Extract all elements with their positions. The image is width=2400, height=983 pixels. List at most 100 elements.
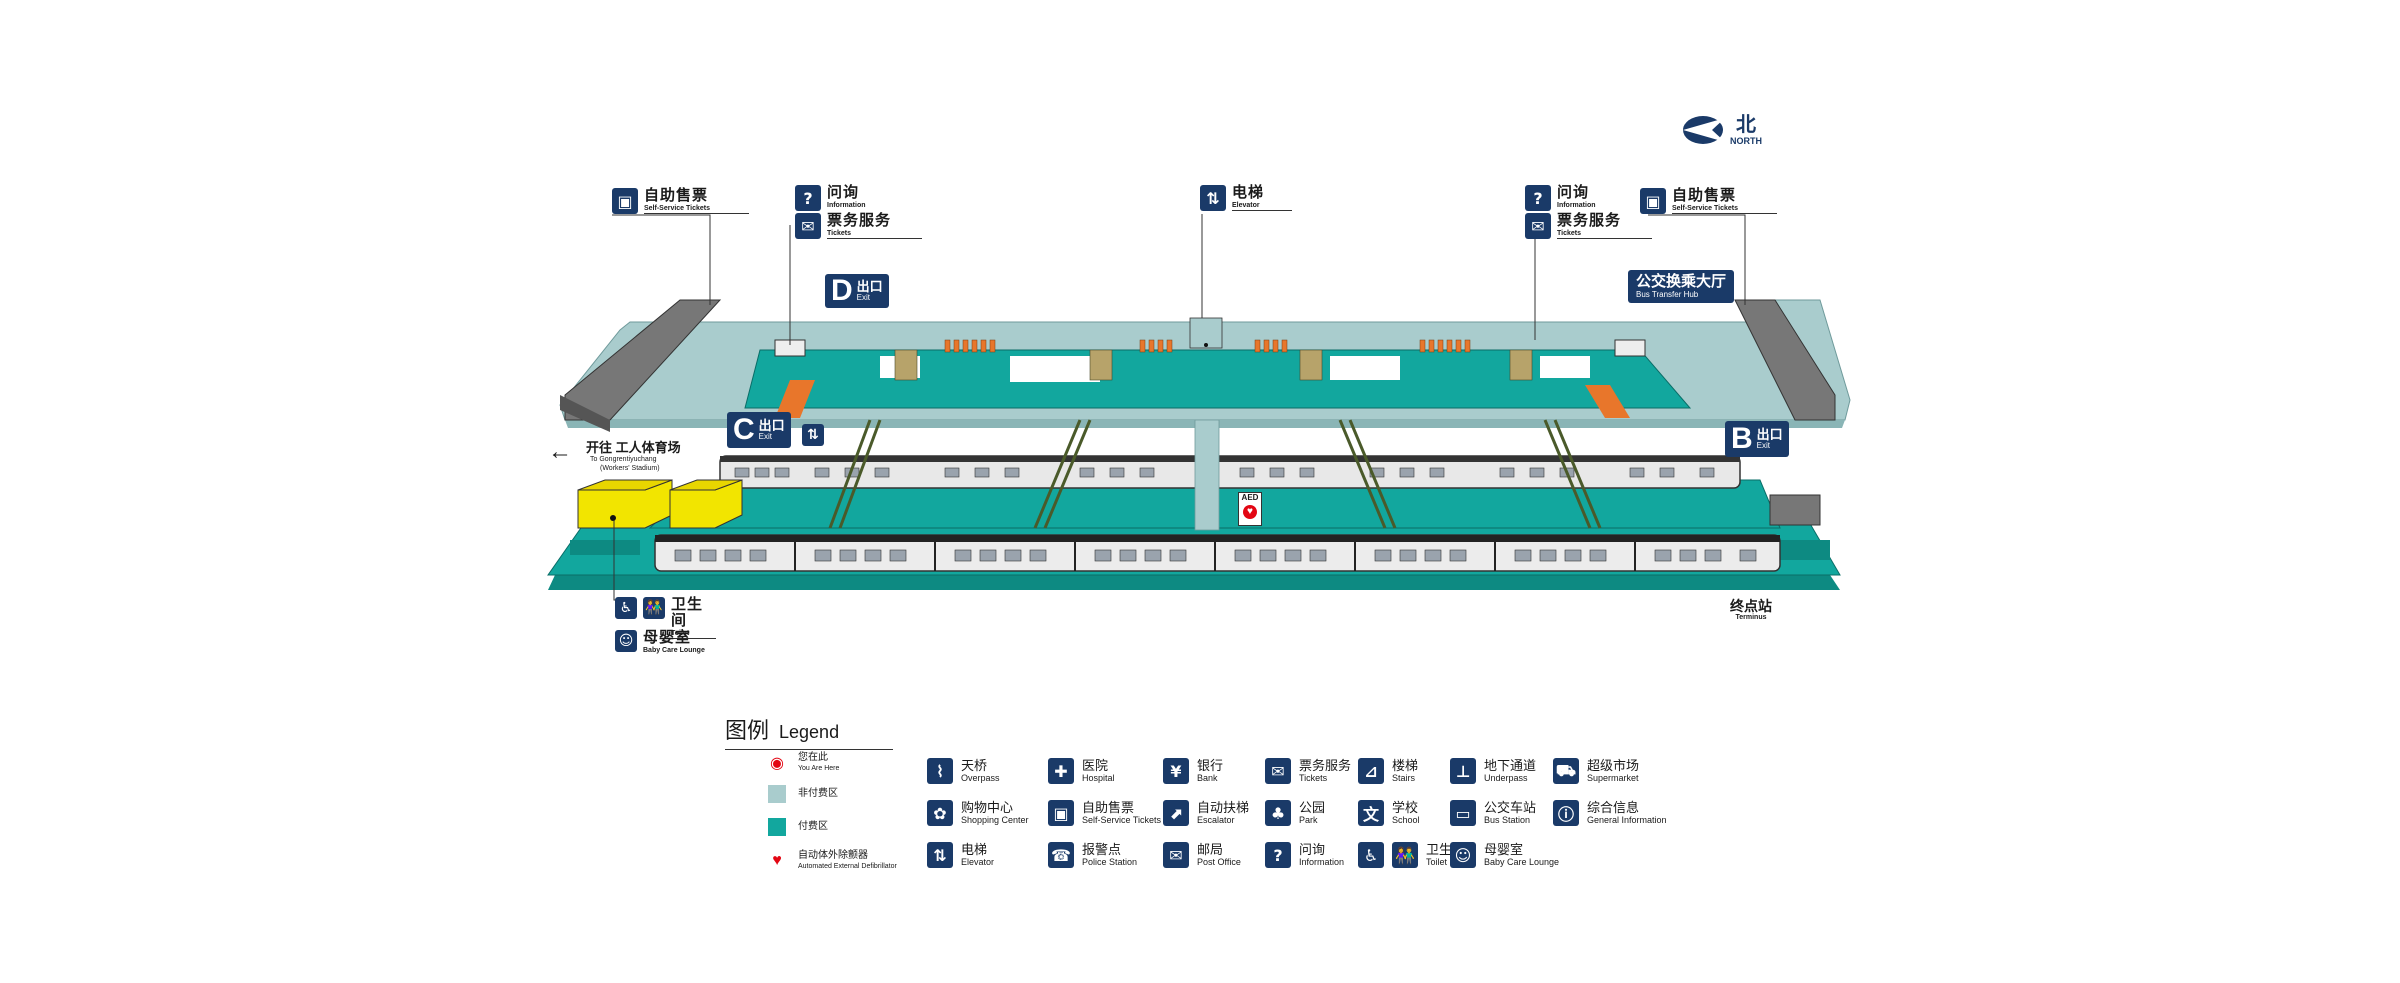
legend-item-en: Hospital <box>1082 773 1115 783</box>
legend-zone-label: 自动体外除颤器 <box>798 850 868 861</box>
legend-item-en: Tickets <box>1299 773 1328 783</box>
supermarket-icon: ⛟ <box>1553 758 1579 784</box>
shopping-center-icon: ✿ <box>927 800 953 826</box>
legend-item-label: 购物中心 <box>961 800 1014 815</box>
legend-zone-item: 付费区 <box>768 818 828 836</box>
callout-tickets-left: ✉ 票务服务 Tickets <box>795 213 922 239</box>
legend-item-en: Shopping Center <box>961 815 1029 825</box>
concourse <box>559 299 1851 428</box>
leader-lines <box>612 214 1746 601</box>
aed-marker: AED ♥ <box>1238 492 1262 526</box>
legend-item-label: 自助售票 <box>1082 800 1135 815</box>
legend-item-label: 学校 <box>1392 800 1419 815</box>
school-icon: 文 <box>1358 800 1384 826</box>
legend-item-label: 超级市场 <box>1587 758 1640 773</box>
question-icon: ? <box>1525 185 1551 211</box>
north-arrow-icon <box>1683 116 1725 144</box>
legend-item-label: 楼梯 <box>1392 758 1419 773</box>
question-icon: ? <box>795 185 821 211</box>
legend-item-label: 综合信息 <box>1587 800 1640 815</box>
ticket-machine-icon: ▣ <box>612 188 638 214</box>
legend-zone-label: 您在此 <box>798 752 828 763</box>
lower-train <box>654 534 1781 572</box>
overpass-icon: ⌇ <box>927 758 953 784</box>
legend-item-en: Supermarket <box>1587 773 1639 783</box>
ticket-service-icon: ✉ <box>795 213 821 239</box>
legend-item-label: 问询 <box>1299 842 1326 857</box>
toilet-icon: 👫 <box>1392 842 1418 868</box>
callout-baby-care: ☺ 母婴室 Baby Care Lounge <box>615 630 705 655</box>
stair-shafts <box>828 419 1602 529</box>
callout-info-right: ? 问询 Information <box>1525 185 1596 211</box>
legend-item-en: Self-Service Tickets <box>1082 815 1162 825</box>
elevator-icon: ⇅ <box>802 424 824 446</box>
legend-item-label: 公交车站 <box>1484 800 1537 815</box>
legend-item-en: School <box>1392 815 1420 825</box>
legend-item-label: 医院 <box>1082 758 1109 773</box>
callout-info-left: ? 问询 Information <box>795 185 866 211</box>
direction-label: ← 开往 工人体育场 To Gongrentiyuchang (Workers'… <box>548 438 681 473</box>
legend-item-en: Escalator <box>1197 815 1235 825</box>
general-info-icon: ⓘ <box>1553 800 1579 826</box>
park-icon: ♣ <box>1265 800 1291 826</box>
hospital-icon: ✚ <box>1048 758 1074 784</box>
escalator-icon: ⬈ <box>1163 800 1189 826</box>
callout-elevator: ⇅ 电梯 Elevator <box>1200 185 1292 211</box>
callout-self-service-right: ▣ 自助售票 Self-Service Tickets <box>1640 188 1777 214</box>
aed-heart-icon: ♥ <box>1243 505 1257 519</box>
legend-item-label: 母婴室 <box>1484 842 1524 857</box>
legend-item-label: 地下通道 <box>1484 758 1537 773</box>
aed-icon: ♥ <box>772 851 782 869</box>
legend-item-label: 报警点 <box>1082 842 1122 857</box>
baby-care-icon: ☺ <box>1450 842 1476 868</box>
legend-item-en: Park <box>1299 815 1318 825</box>
legend-item-en: Overpass <box>961 773 1000 783</box>
police-icon: ☎ <box>1048 842 1074 868</box>
callout-self-service-left: ▣ 自助售票 Self-Service Tickets <box>612 188 749 214</box>
legend-item-en: Stairs <box>1392 773 1416 783</box>
paid-area-swatch <box>768 818 786 836</box>
bank-icon: ¥ <box>1163 758 1189 784</box>
bus-transfer-hub-sign: 公交换乘大厅 Bus Transfer Hub <box>1628 270 1735 303</box>
bus-station-icon: ▭ <box>1450 800 1476 826</box>
legend-item-en: Bus Station <box>1484 815 1531 825</box>
legend-zone-item: 非付费区 <box>768 785 838 803</box>
question-icon: ? <box>1265 842 1291 868</box>
ticket-service-icon: ✉ <box>1265 758 1291 784</box>
elevator-icon: ⇅ <box>1200 185 1226 211</box>
legend-item-label: 天桥 <box>961 758 988 773</box>
toilet-icon: 👫 <box>643 597 665 619</box>
yellow-boxes <box>577 479 743 529</box>
accessible-toilet-icon: ♿ <box>1358 842 1384 868</box>
ticket-machine-icon: ▣ <box>1640 188 1666 214</box>
legend-zone-label: 非付费区 <box>798 788 838 799</box>
legend-item-label: 自动扶梯 <box>1197 800 1250 815</box>
legend-item-label: 票务服务 <box>1299 758 1352 773</box>
legend-item-label: 公园 <box>1299 800 1326 815</box>
legend-item-en: Information <box>1299 857 1345 867</box>
legend-item-en: Underpass <box>1484 773 1528 783</box>
callout-toilet: ♿ 👫 卫生间 Toilet <box>615 597 716 639</box>
upper-train <box>719 455 1741 489</box>
stairs-icon: ⊿ <box>1358 758 1384 784</box>
you-are-here-icon: ◉ <box>770 754 784 772</box>
